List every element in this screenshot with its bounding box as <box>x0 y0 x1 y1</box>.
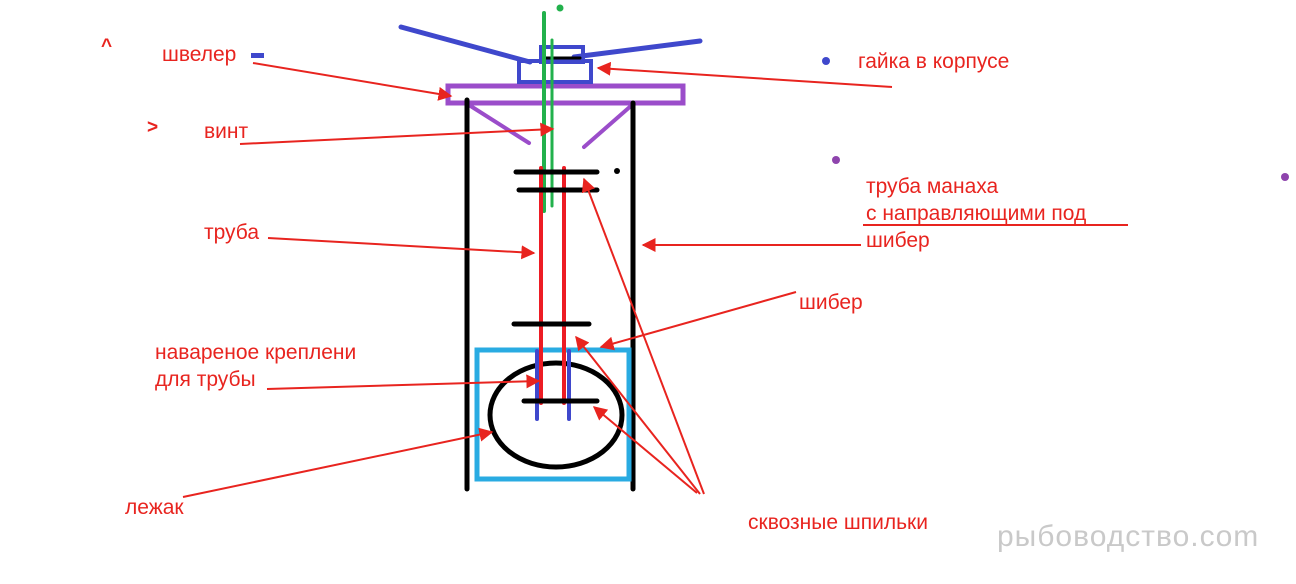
label-monk-pipe: труба манаха с направляющими под шибер <box>866 173 1086 254</box>
greater-than-mark: > <box>147 117 159 138</box>
label-welded-mount: навареное креплени для трубы <box>155 339 356 393</box>
stray-dots <box>251 53 1289 181</box>
pipe-lines <box>539 166 566 405</box>
channel-beam-shape <box>445 83 686 149</box>
label-welded-mount-line2: для трубы <box>155 368 256 391</box>
bed-pipe-ellipse <box>487 360 625 470</box>
label-monk-pipe-line3: шибер <box>866 229 930 252</box>
wing-lines <box>398 24 703 65</box>
body-columns <box>464 97 636 492</box>
label-monk-pipe-line1: труба манаха <box>866 175 999 198</box>
nut-shape <box>517 45 593 84</box>
label-nut-in-housing: гайка в корпусе <box>858 50 1010 73</box>
label-bed-pipe: лежак <box>125 496 184 519</box>
bed-box <box>474 347 632 482</box>
label-screw: винт <box>204 120 249 143</box>
label-channel-beam: швелер <box>162 43 237 66</box>
label-monk-pipe-line2: с направляющими под <box>866 202 1087 225</box>
label-gate-valve: шибер <box>799 291 863 314</box>
label-through-studs: сквозные шпильки <box>748 511 928 534</box>
label-welded-mount-line1: навареное креплени <box>155 341 357 364</box>
caret-mark: ^ <box>101 36 113 57</box>
site-watermark: рыбоводство.com <box>997 520 1260 553</box>
annotation-arrows <box>182 61 1128 498</box>
label-pipe: труба <box>204 221 260 244</box>
screw-lines <box>542 4 564 213</box>
